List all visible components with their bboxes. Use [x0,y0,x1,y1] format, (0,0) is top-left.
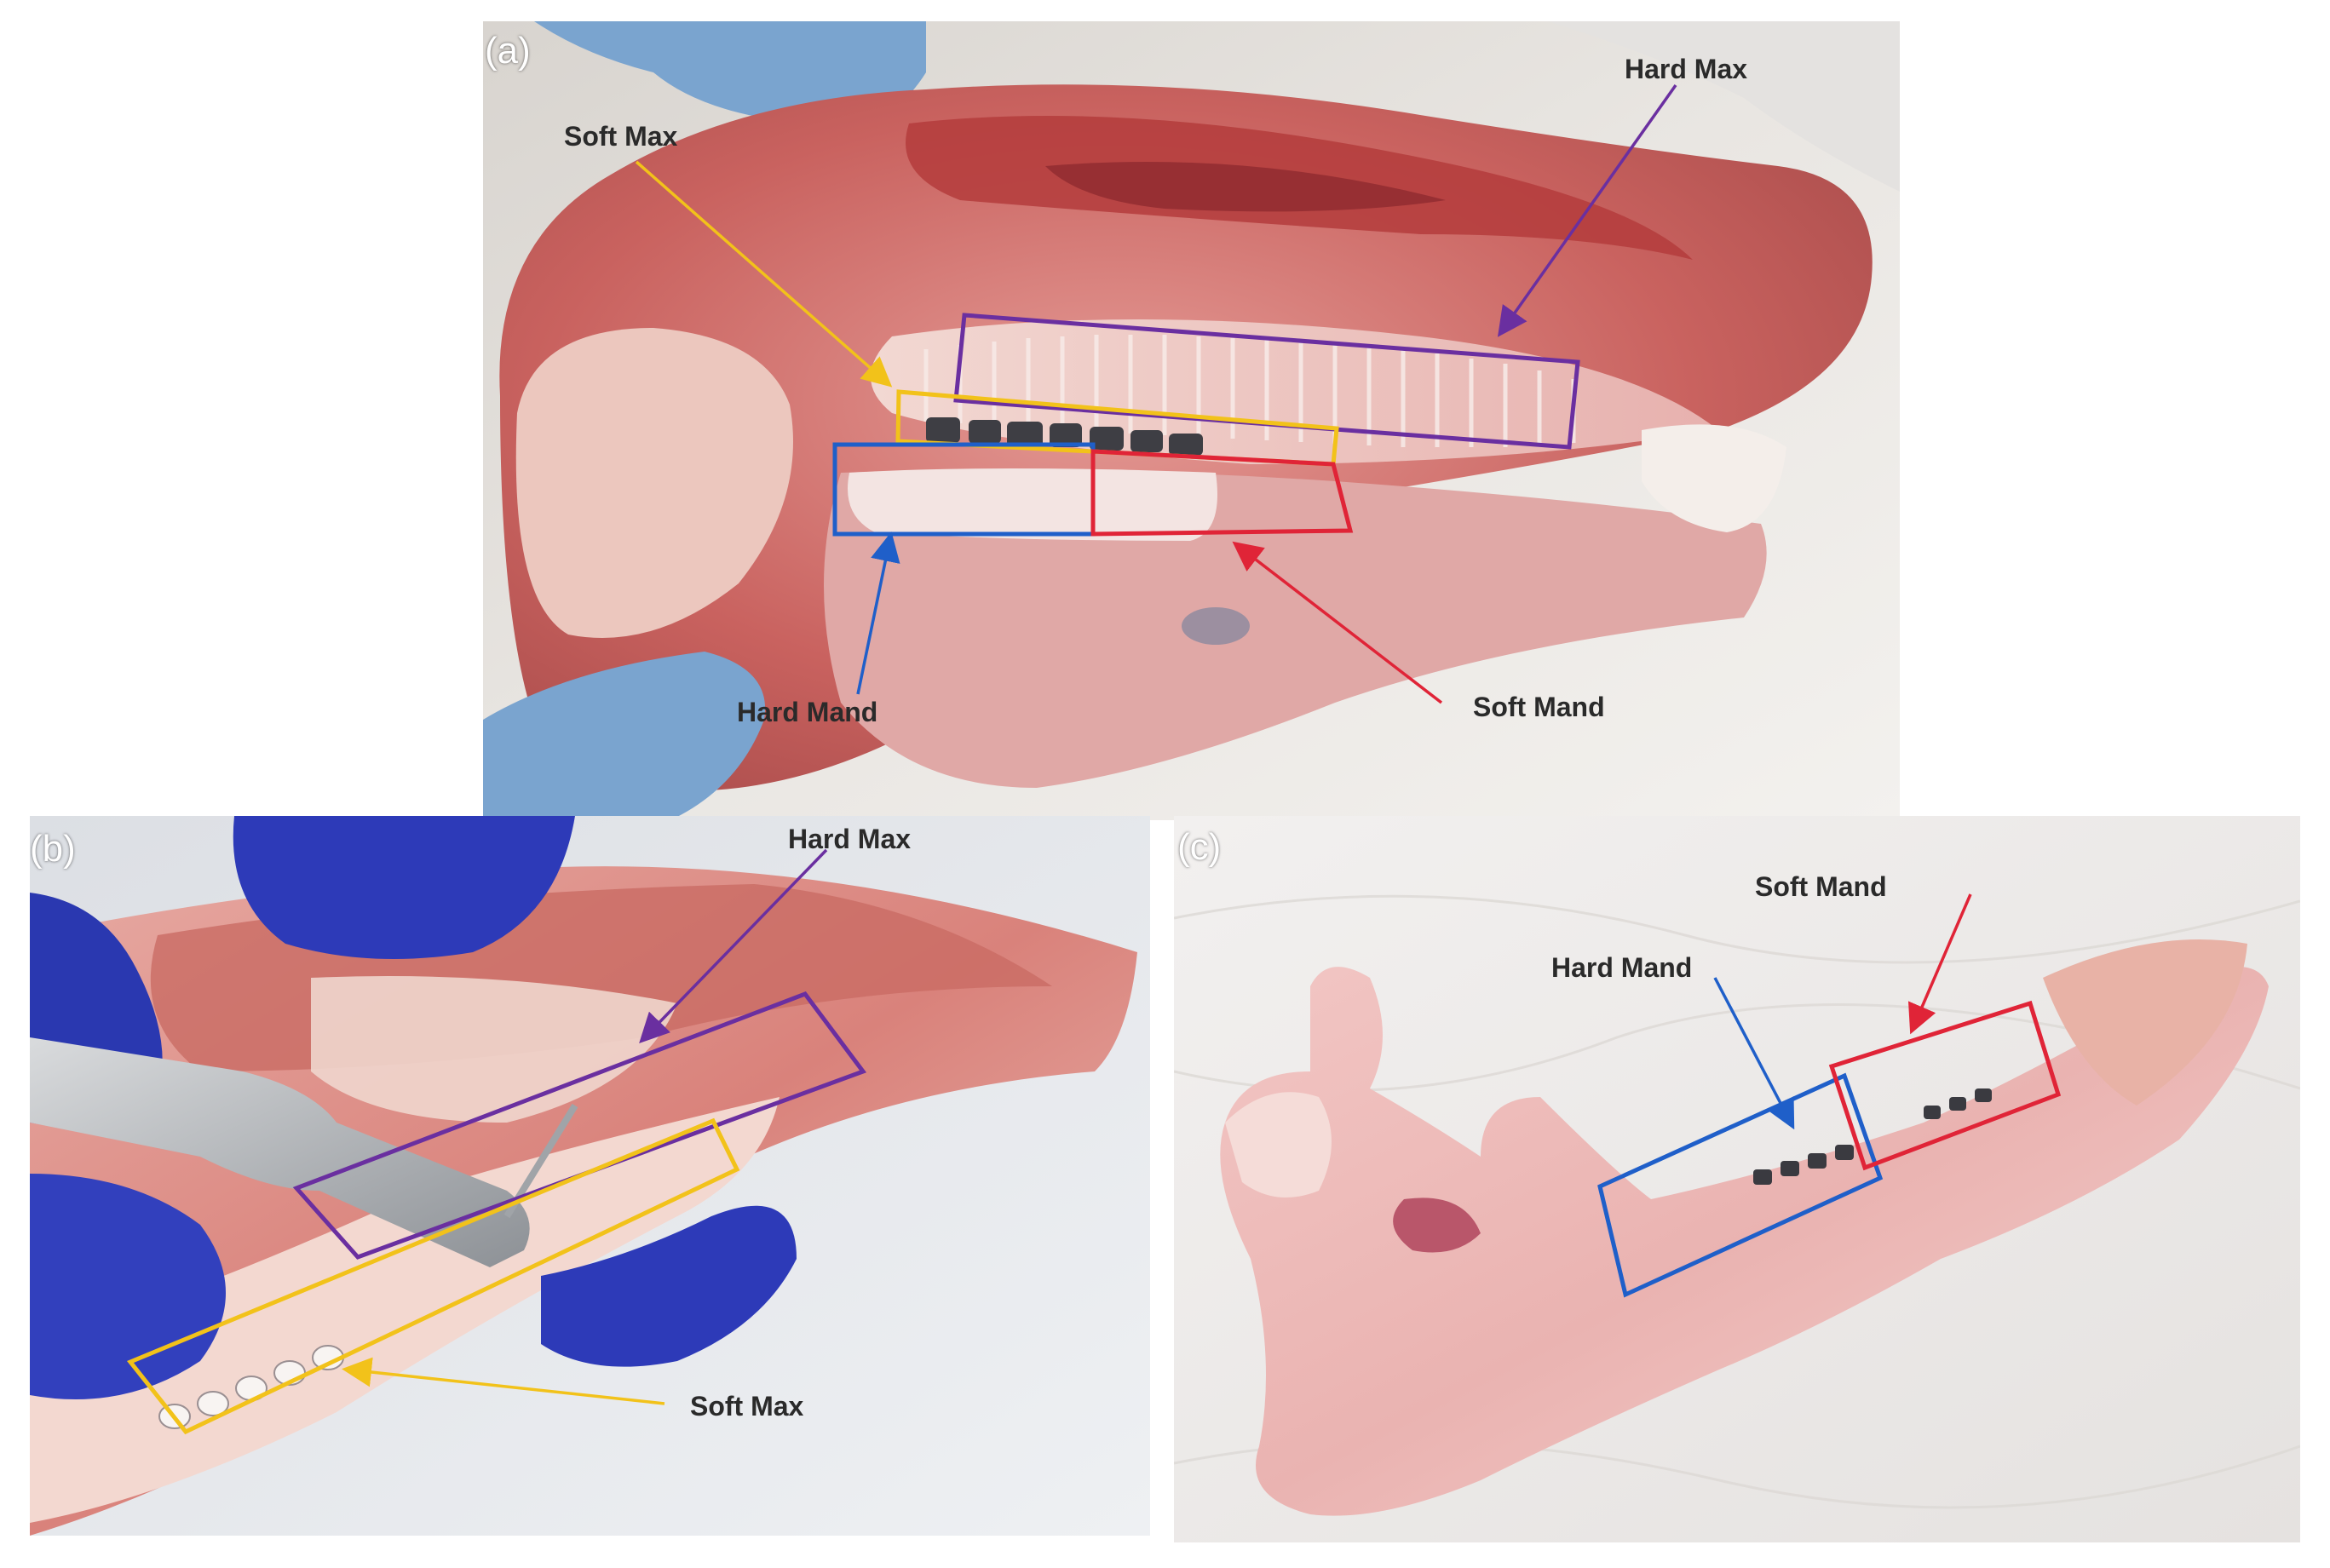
panel-a-soft-mand-label: Soft Mand [1473,692,1605,722]
panel-c-photo [1174,816,2300,1542]
panel-a-letter: (a) [485,30,531,72]
panel-a: (a) Hard Max Soft Max Hard Mand Soft Man… [483,21,1900,820]
panel-a-soft-max-label: Soft Max [564,121,678,152]
panel-c-hard-mand-label: Hard Mand [1551,952,1693,983]
panel-b: (b) Hard Max Soft Max [30,816,1150,1536]
panel-b-soft-max-label: Soft Max [690,1391,804,1422]
panel-b-letter: (b) [30,828,76,870]
glove-icon [233,816,575,959]
panel-a-hard-max-label: Hard Max [1625,54,1748,84]
panel-b-photo [30,816,1150,1536]
panel-c-letter: (c) [1177,826,1222,868]
panel-c: (c) Hard Mand Soft Mand [1174,816,2300,1542]
panel-c-soft-mand-label: Soft Mand [1755,871,1887,902]
panel-b-hard-max-label: Hard Max [788,824,912,854]
panel-a-photo [483,21,1900,820]
panel-a-hard-mand-label: Hard Mand [737,697,878,727]
